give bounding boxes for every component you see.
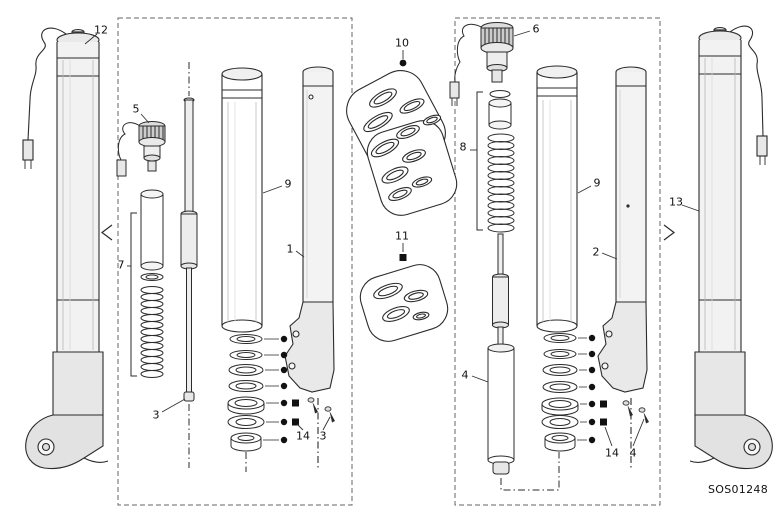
kit-11-seal-kit bbox=[359, 254, 449, 342]
callout-9: 9 bbox=[284, 177, 292, 191]
adjuster-wire bbox=[117, 122, 141, 161]
coil-spring-left bbox=[140, 286, 164, 378]
screw-icon bbox=[638, 407, 649, 424]
chevron-right-icon bbox=[663, 224, 675, 241]
part-9-outer-tube-left bbox=[221, 67, 263, 333]
callout-7: 7 bbox=[117, 258, 125, 272]
panel-left bbox=[117, 17, 353, 506]
leader-lines bbox=[84, 30, 700, 447]
fork-assembly-left bbox=[22, 27, 109, 470]
kit-dot-icon bbox=[588, 334, 596, 342]
kit-markers-left bbox=[263, 335, 299, 444]
fork-assembly-right bbox=[689, 25, 773, 470]
diagram-code: SOS01248 bbox=[707, 483, 768, 496]
callout-10: 10 bbox=[395, 36, 409, 50]
screws-right bbox=[622, 400, 649, 424]
panel-borders bbox=[117, 17, 661, 506]
chevron-left-icon bbox=[101, 224, 113, 241]
callout-14b: 14 bbox=[605, 446, 619, 460]
kit-markers-right bbox=[577, 334, 607, 444]
callout-3: 3 bbox=[152, 408, 160, 422]
callout-6: 6 bbox=[532, 22, 540, 36]
callout-2: 2 bbox=[592, 245, 600, 259]
part-3-damper-rod bbox=[180, 62, 198, 468]
sensor-wire bbox=[27, 27, 67, 141]
callout-11: 11 bbox=[395, 229, 409, 243]
coil-spring-right bbox=[487, 133, 515, 233]
wire-connector bbox=[22, 139, 34, 161]
screw-icon bbox=[324, 406, 335, 423]
screw-icon bbox=[307, 397, 318, 414]
callout-4b: 4 bbox=[629, 446, 637, 460]
part-9-outer-tube-right bbox=[536, 65, 578, 333]
adjuster-wire bbox=[454, 23, 484, 83]
callout-4: 4 bbox=[461, 368, 469, 382]
part-1-fork-leg bbox=[284, 66, 335, 468]
kit-dot-icon bbox=[280, 335, 288, 343]
part-5-preload-adjuster bbox=[116, 121, 166, 177]
kit-10-seal-kit bbox=[346, 59, 458, 216]
caliper-bracket bbox=[597, 301, 648, 393]
section-chevrons bbox=[101, 224, 675, 241]
callout-9b: 9 bbox=[593, 176, 601, 190]
seal-stack-right bbox=[541, 333, 579, 452]
part-4-damper-assembly bbox=[487, 233, 560, 491]
kit-square-icon bbox=[600, 400, 607, 408]
kit-square-icon bbox=[292, 399, 299, 407]
part-6-preload-adjuster bbox=[449, 22, 514, 106]
callout-8: 8 bbox=[459, 140, 467, 154]
screws-left bbox=[307, 397, 335, 423]
part-2-fork-leg bbox=[597, 66, 648, 468]
callout-12: 12 bbox=[94, 23, 108, 37]
o-rings bbox=[373, 282, 430, 322]
bracket-7 bbox=[130, 212, 137, 377]
callout-1: 1 bbox=[286, 242, 294, 256]
callout-14: 14 bbox=[296, 429, 310, 443]
callout-5: 5 bbox=[132, 102, 140, 116]
panel-right bbox=[454, 17, 661, 506]
bracket-8 bbox=[476, 91, 483, 231]
kit-dot-icon bbox=[399, 59, 407, 67]
o-rings bbox=[363, 88, 442, 202]
sensor-wire bbox=[729, 25, 764, 137]
kit-square-icon bbox=[399, 254, 407, 261]
part-8-spring-group bbox=[476, 90, 515, 233]
wire-connector bbox=[756, 135, 768, 157]
screw-icon bbox=[622, 400, 633, 417]
callout-3b: 3 bbox=[319, 429, 327, 443]
seal-stack-left bbox=[227, 334, 265, 472]
callout-13: 13 bbox=[669, 195, 683, 209]
part-7-spring-spacer bbox=[130, 189, 164, 378]
caliper-bracket bbox=[284, 301, 335, 393]
